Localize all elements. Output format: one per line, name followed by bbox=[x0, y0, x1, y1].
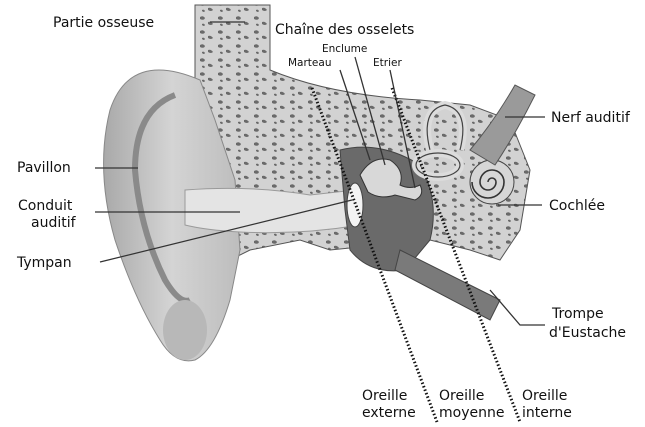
cochlea-shape bbox=[470, 160, 514, 204]
leader-trompe bbox=[490, 290, 545, 325]
label-oreille-moyenne-line2: moyenne bbox=[439, 405, 504, 421]
label-trompe-line1: Trompe bbox=[551, 306, 604, 322]
label-etrier: Etrier bbox=[373, 57, 402, 69]
label-oreille-externe-line2: externe bbox=[362, 405, 416, 421]
label-pavillon: Pavillon bbox=[17, 160, 71, 176]
label-conduit-line1: Conduit bbox=[18, 198, 73, 214]
label-partie-osseuse: Partie osseuse bbox=[53, 15, 154, 31]
lobe bbox=[163, 300, 207, 360]
ear-canal bbox=[185, 188, 360, 232]
label-enclume: Enclume bbox=[322, 43, 367, 55]
label-nerf-auditif: Nerf auditif bbox=[551, 110, 631, 126]
label-oreille-moyenne-line1: Oreille bbox=[439, 388, 484, 404]
label-marteau: Marteau bbox=[288, 57, 331, 69]
label-oreille-externe-line1: Oreille bbox=[362, 388, 407, 404]
label-cochlee: Cochlée bbox=[549, 198, 605, 214]
label-tympan: Tympan bbox=[16, 255, 72, 271]
label-oreille-interne-line1: Oreille bbox=[522, 388, 567, 404]
label-conduit-line2: auditif bbox=[31, 215, 77, 231]
label-trompe-line2: d'Eustache bbox=[549, 325, 626, 341]
label-oreille-interne-line2: interne bbox=[522, 405, 572, 421]
label-chaine-osselets: Chaîne des osselets bbox=[275, 22, 414, 38]
eustachian-tube bbox=[395, 250, 500, 320]
